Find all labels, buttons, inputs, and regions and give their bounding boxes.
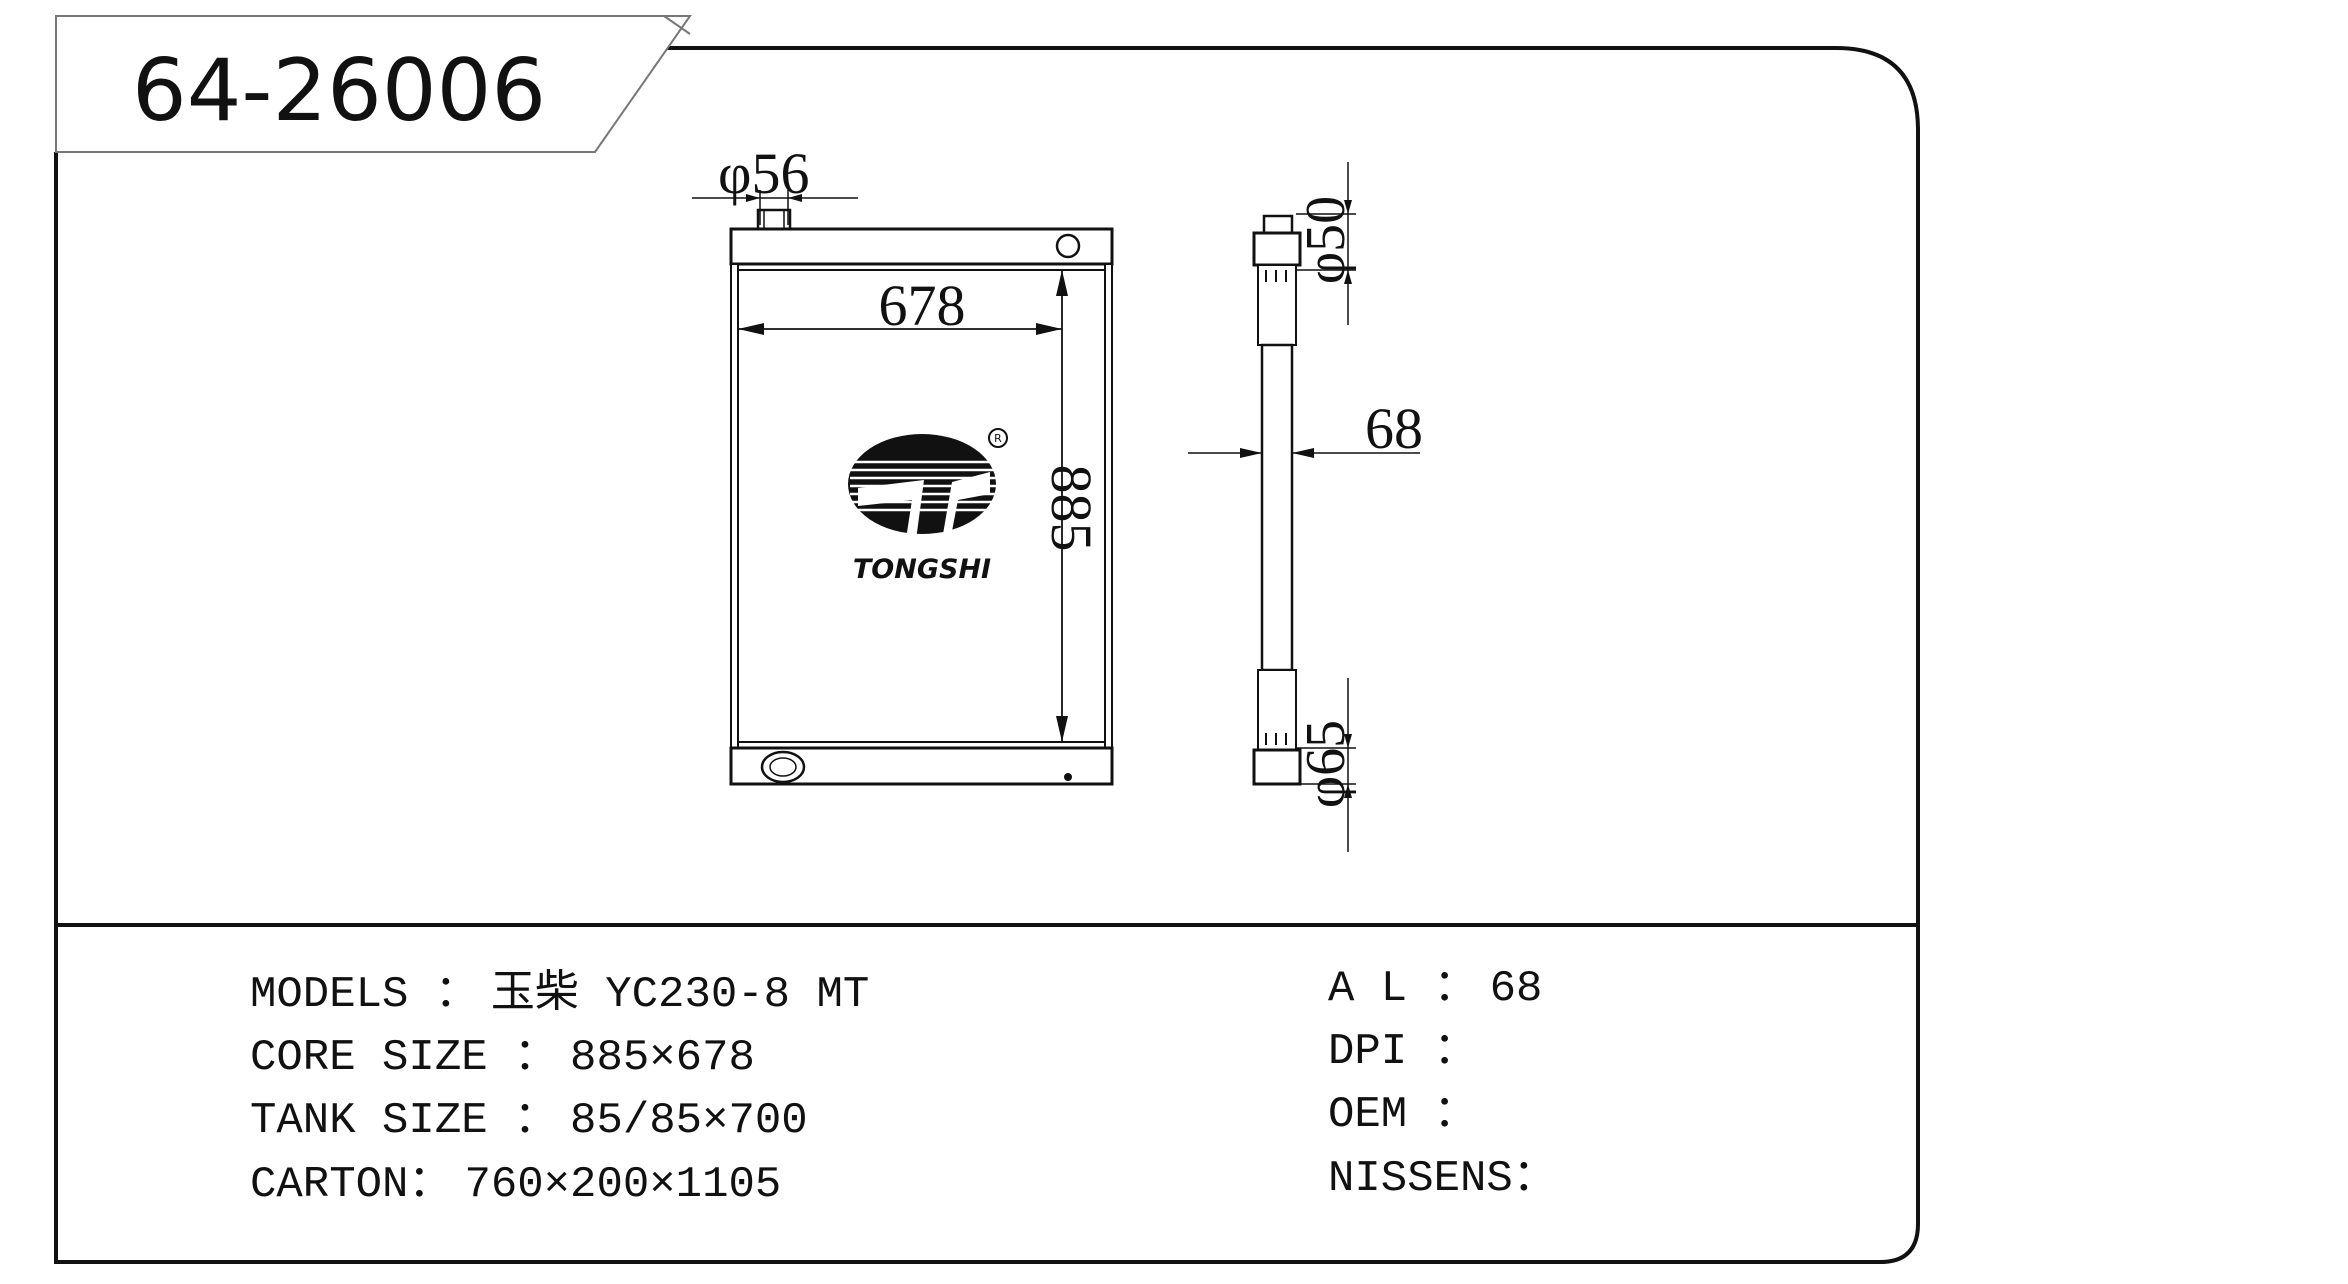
spec-al: A L ：68 (1328, 964, 1542, 1014)
registered-mark: R (994, 432, 1002, 445)
specs-left: MODELS ：玉柴 YC230-8 MT CORE SIZE ：885×678… (250, 968, 869, 1210)
brand-logo: R TONGSHI (848, 428, 1008, 585)
title-tab (55, 15, 692, 153)
top-tank (729, 227, 1114, 266)
spec-oem: OEM ： (1328, 1090, 1478, 1140)
spec-core-size: CORE SIZE ：885×678 (250, 1033, 755, 1083)
filler-neck (756, 208, 792, 232)
top-pipe-diameter-label: φ50 (1295, 196, 1357, 284)
width-label: 678 (879, 273, 966, 338)
bottom-outlet (760, 750, 806, 784)
brand-name: TONGSHI (853, 554, 991, 585)
spec-tank-size: TANK SIZE ：85/85×700 (250, 1096, 808, 1146)
inlet-diameter-label: φ56 (718, 141, 809, 206)
side-core (1260, 343, 1294, 672)
side-view: φ50 68 φ65 (1188, 162, 1423, 852)
thickness-label: 68 (1365, 396, 1423, 461)
spec-nissens: NISSENS： (1328, 1154, 1557, 1204)
title-tab-shade (663, 15, 691, 35)
side-bottom-tank (1252, 748, 1302, 786)
spec-models: MODELS ：玉柴 YC230-8 MT (250, 968, 869, 1020)
frame-border (54, 46, 1920, 1264)
spec-carton: CARTON：760×200×1105 (250, 1160, 781, 1210)
height-label: 885 (1039, 465, 1104, 552)
top-outlet (1055, 233, 1081, 259)
front-view: φ56 678 885 R TONGSHI (692, 141, 1114, 786)
part-number: 64-26006 (132, 41, 546, 141)
specs-right: A L ：68 DPI ： OEM ： NISSENS： (1328, 964, 1557, 1204)
bottom-pipe-diameter-label: φ65 (1295, 720, 1357, 808)
side-top-tank (1252, 231, 1302, 267)
spec-dpi: DPI ： (1328, 1027, 1478, 1077)
drain-plug (1064, 773, 1072, 781)
side-plate-right (1104, 263, 1113, 749)
side-plate-left (730, 263, 739, 749)
